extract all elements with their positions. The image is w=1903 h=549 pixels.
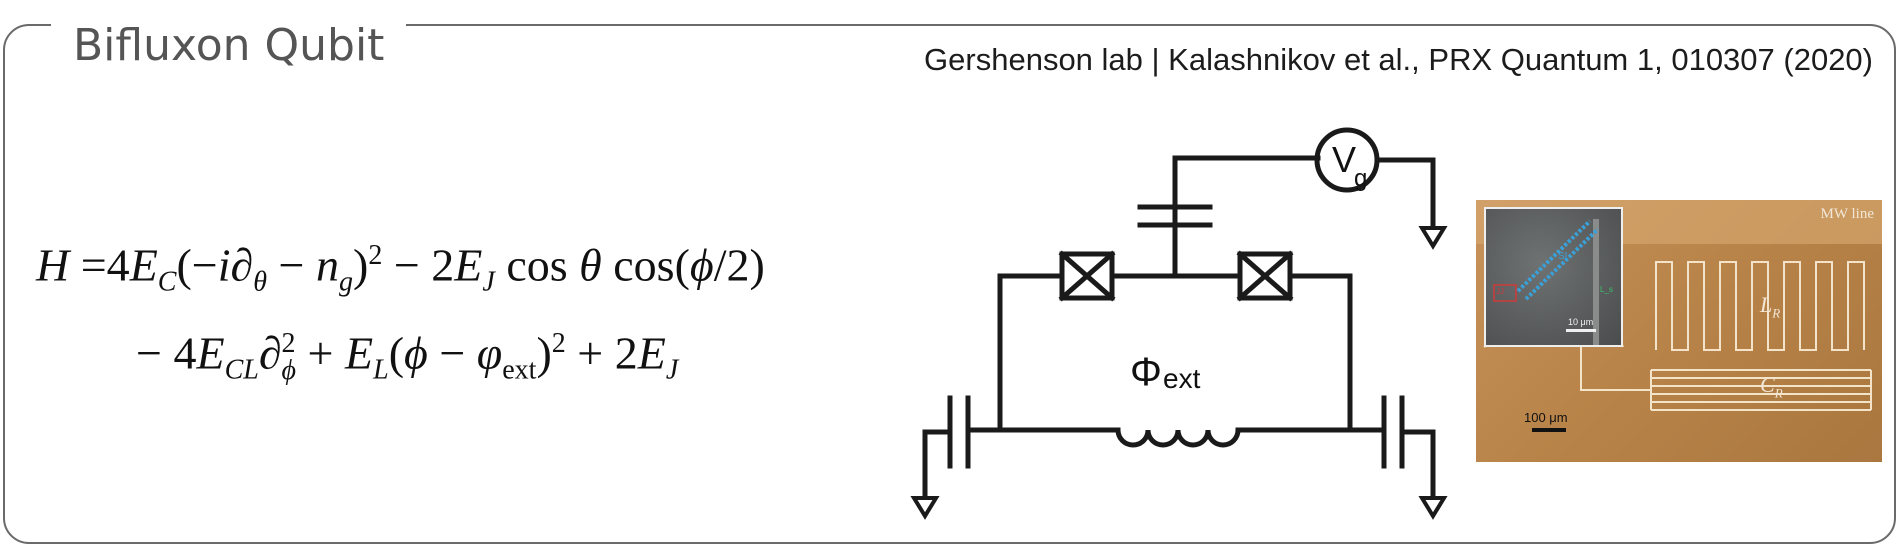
left-ground-wire xyxy=(922,429,953,503)
voltage-source-sub: g xyxy=(1354,165,1367,192)
main-scale-bar xyxy=(1532,428,1566,432)
josephson-junction-right xyxy=(1237,251,1293,301)
mw-line-label: MW line xyxy=(1820,206,1874,222)
junction-chain-1 xyxy=(1516,219,1592,293)
figure-frame: Bifluxon Qubit xyxy=(3,20,1896,544)
hamiltonian-line-2: − 4ECL∂2ϕ + EL(ϕ − φext)2 + 2EJ xyxy=(136,327,679,386)
flux-sub: ext xyxy=(1163,363,1201,394)
ground-arrow-left xyxy=(910,496,940,520)
sem-inset: SI JJ L_s 10 μm xyxy=(1484,207,1623,347)
source-ground-wire xyxy=(1374,157,1436,233)
junction-chain-2 xyxy=(1524,227,1600,301)
inset-scale-label: 10 μm xyxy=(1568,317,1594,327)
inset-si-label: SI xyxy=(1558,251,1568,262)
hamiltonian-line-1: H =4EC(−i∂θ − ng)2 − 2EJ cos θ cos(ϕ/2) xyxy=(36,239,765,298)
gate-wire-top xyxy=(1172,155,1321,188)
citation-text: Gershenson lab | Kalashnikov et al., PRX… xyxy=(924,42,1873,77)
figure-title: Bifluxon Qubit xyxy=(51,20,407,72)
josephson-junction-left xyxy=(1059,251,1115,301)
inset-scale-bar xyxy=(1566,329,1596,332)
capacitor-label: CR xyxy=(1760,372,1783,401)
inductor-coil xyxy=(1115,427,1241,448)
ground-arrow-source xyxy=(1418,226,1448,250)
sem-inset-drawing xyxy=(1493,219,1600,345)
meander-inductor xyxy=(1655,261,1865,351)
flux-label: Φ xyxy=(1130,350,1162,394)
right-ground-wire xyxy=(1399,429,1436,503)
interdigital-capacitor xyxy=(1651,369,1871,411)
device-micrograph: MW line LR CR 100 μm xyxy=(1476,200,1882,462)
inset-ls-label: L_s xyxy=(1600,285,1613,294)
inset-jj-label: JJ xyxy=(1496,287,1504,296)
main-scale-label: 100 μm xyxy=(1524,410,1568,425)
voltage-source-label: V xyxy=(1332,139,1356,180)
inductor-label: LR xyxy=(1760,292,1781,321)
ground-arrow-right xyxy=(1418,496,1448,520)
